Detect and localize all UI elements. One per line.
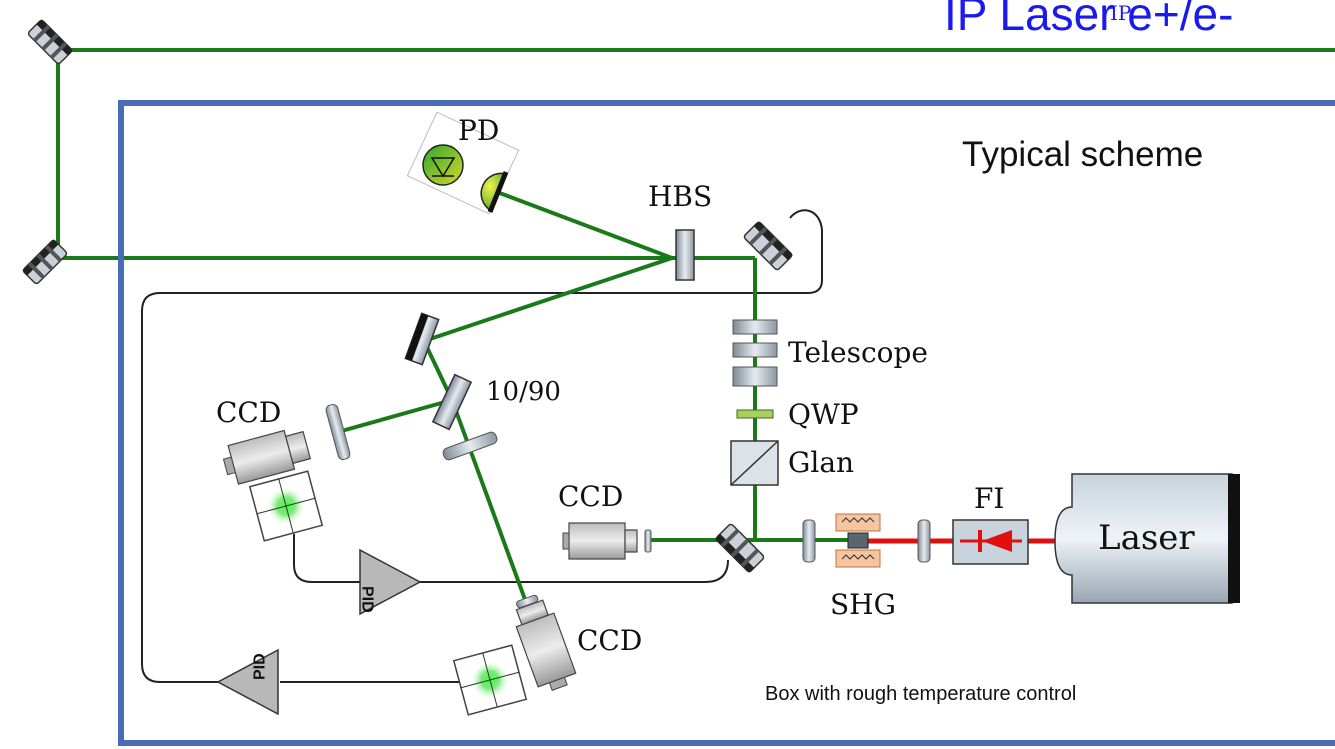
pd-detector-icon xyxy=(422,144,464,186)
lens-descending xyxy=(442,431,498,461)
qwp-label: QWP xyxy=(788,398,859,431)
ccd-middle-label: CCD xyxy=(558,480,623,513)
qwp-plate xyxy=(736,409,774,419)
fi-isolator xyxy=(952,519,1029,565)
footer-label: Box with rough temperature control xyxy=(765,683,1076,705)
shg-label: SHG xyxy=(830,588,896,621)
telescope-lenses xyxy=(732,319,778,387)
telescope-label: Telescope xyxy=(788,336,928,369)
ccd-camera-top xyxy=(222,429,312,485)
ccd-camera-middle xyxy=(562,522,652,560)
glan-prism xyxy=(730,440,779,486)
mirror-diagonal xyxy=(404,312,440,366)
outer-mirror-bottom xyxy=(22,239,68,285)
fi-label: FI xyxy=(974,482,1005,515)
outer-mirror-top xyxy=(27,19,73,65)
hbs-beamsplitter xyxy=(675,229,695,281)
pd-label: PD xyxy=(458,114,499,147)
beam-spot-monitor-bottom xyxy=(452,644,528,716)
pid-1-label: PID xyxy=(359,586,376,613)
mirror-bottom-junction xyxy=(715,523,765,573)
pid-controller-1 xyxy=(359,548,422,616)
ccd-top-label: CCD xyxy=(216,396,281,429)
splitter-label: 10/90 xyxy=(486,377,561,407)
title-overlap-text: IP xyxy=(1110,1,1131,25)
pid-controller-2 xyxy=(216,648,279,716)
ccd-camera-bottom xyxy=(515,599,577,691)
pid-2-label: PID xyxy=(252,653,269,680)
green-beams xyxy=(125,190,848,606)
lens-bottom-ccd xyxy=(515,594,539,609)
glan-label: Glan xyxy=(788,446,854,479)
pd-assembly xyxy=(406,111,520,215)
laser-source xyxy=(1054,473,1240,604)
lens-top-ccd xyxy=(325,404,351,460)
hbs-label: HBS xyxy=(648,180,712,213)
temperature-box xyxy=(118,100,1335,746)
feedback-cables xyxy=(141,209,823,683)
laser-label: Laser xyxy=(1098,518,1195,558)
ccd-bottom-label: CCD xyxy=(577,624,642,657)
scheme-label: Typical scheme xyxy=(962,135,1203,174)
outer-beam xyxy=(56,48,1335,260)
page-title: IP Laser e+/e- xyxy=(944,0,1233,40)
mirror-hbs-right xyxy=(743,221,793,271)
beam-spot-monitor-top xyxy=(248,470,324,542)
shg-assembly xyxy=(802,513,931,568)
splitter-10-90 xyxy=(431,373,473,431)
